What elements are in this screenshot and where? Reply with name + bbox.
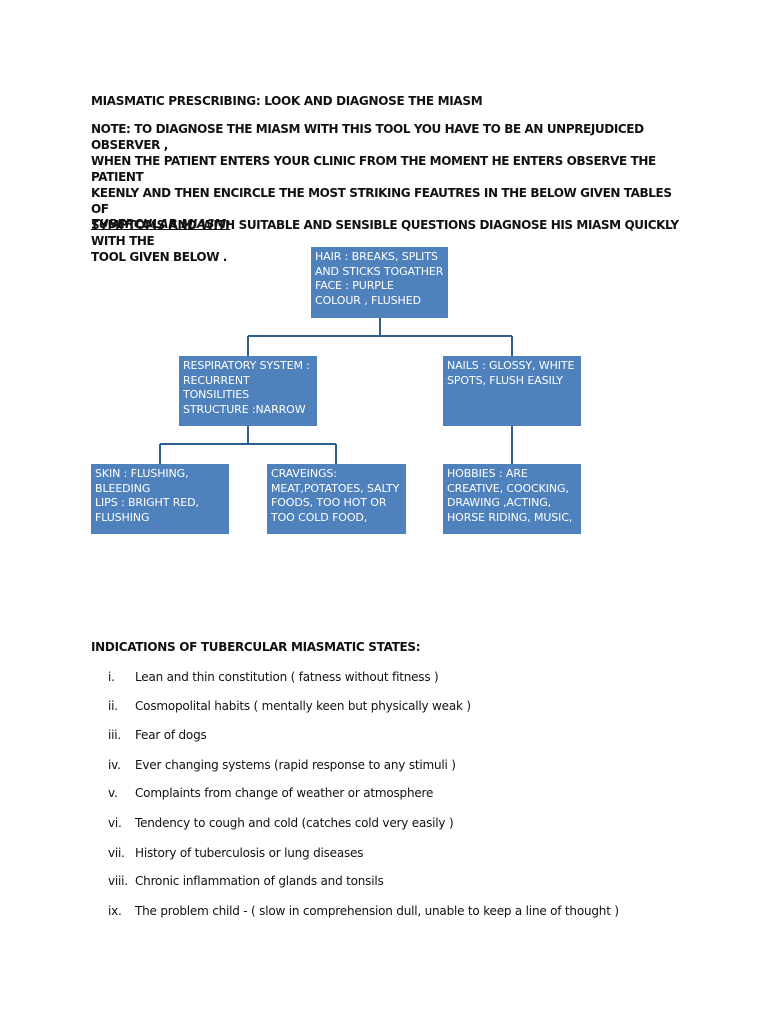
diagram-box-craveings: CRAVEINGS: MEAT,POTATOES, SALTY FOODS, T… [267, 464, 406, 534]
list-item: iii. Fear of dogs [0, 728, 768, 748]
list-item: viii. Chronic inflammation of glands and… [0, 874, 768, 894]
note-paragraph: NOTE: TO DIAGNOSE THE MIASM WITH THIS TO… [91, 121, 691, 265]
box-line: AND STICKS TOGATHER [315, 264, 444, 278]
box-line: STRUCTURE :NARROW [183, 402, 306, 416]
list-item: v. Complaints from change of weather or … [0, 786, 768, 806]
diagram-box-nails: NAILS : GLOSSY, WHITE SPOTS, FLUSH EASIL… [443, 356, 581, 426]
section-heading-tubercular: TUBERCULAR MIASM: [91, 217, 231, 231]
diagram-box-hair-face: HAIR : BREAKS, SPLITS AND STICKS TOGATHE… [311, 247, 448, 318]
list-item-number: i. [108, 670, 115, 684]
list-item-number: iv. [108, 758, 121, 772]
diagram-box-hobbies: HOBBIES : ARE CREATIVE, COOCKING, DRAWIN… [443, 464, 581, 534]
box-line: FACE : PURPLE [315, 279, 394, 293]
box-line: HAIR : BREAKS, SPLITS [315, 250, 438, 263]
box-line: MEAT,POTATOES, SALTY [271, 481, 400, 495]
list-item-number: ix. [108, 904, 122, 918]
box-line: BLEEDING [95, 481, 151, 495]
box-line: FLUSHING [95, 510, 150, 524]
box-line: FOODS, TOO HOT OR [271, 496, 387, 510]
box-line: COLOUR , FLUSHED [315, 293, 421, 307]
list-item-text: Lean and thin constitution ( fatness wit… [135, 670, 439, 684]
list-item-text: Chronic inflammation of glands and tonsi… [135, 874, 384, 888]
diagram-box-skin-lips: SKIN : FLUSHING, BLEEDING LIPS : BRIGHT … [91, 464, 229, 534]
box-line: LIPS : BRIGHT RED, [95, 496, 199, 510]
list-item-text: Complaints from change of weather or atm… [135, 786, 434, 800]
list-item-text: The problem child - ( slow in comprehens… [135, 904, 619, 918]
list-item: iv. Ever changing systems (rapid respons… [0, 758, 768, 778]
note-line: NOTE: TO DIAGNOSE THE MIASM WITH THIS TO… [91, 122, 644, 152]
list-item-text: Fear of dogs [135, 728, 207, 742]
list-item-number: vi. [108, 816, 122, 830]
box-line: CRAVEINGS: [271, 467, 337, 480]
list-item-number: viii. [108, 874, 128, 888]
box-line: CREATIVE, COOCKING, [447, 481, 569, 495]
note-line: TOOL GIVEN BELOW . [91, 250, 227, 264]
diagram-box-respiratory: RESPIRATORY SYSTEM : RECURRENT TONSILITI… [179, 356, 317, 426]
note-line: KEENLY AND THEN ENCIRCLE THE MOST STRIKI… [91, 186, 672, 216]
list-item: vii. History of tuberculosis or lung dis… [0, 846, 768, 866]
box-line: TONSILITIES [183, 388, 250, 402]
list-item-number: v. [108, 786, 118, 800]
list-item-text: History of tuberculosis or lung diseases [135, 846, 364, 860]
list-item: ix. The problem child - ( slow in compre… [0, 904, 768, 924]
list-item: vi. Tendency to cough and cold (catches … [0, 816, 768, 836]
list-item-number: vii. [108, 846, 125, 860]
box-line: RESPIRATORY SYSTEM : [183, 359, 310, 372]
list-item-text: Cosmopolital habits ( mentally keen but … [135, 699, 471, 713]
box-line: HORSE RIDING, MUSIC, [447, 510, 573, 524]
note-line: WHEN THE PATIENT ENTERS YOUR CLINIC FROM… [91, 154, 656, 184]
note-line: SYMPTOMS AND WITH SUITABLE AND SENSIBLE … [91, 218, 679, 248]
list-item-number: iii. [108, 728, 122, 742]
indications-heading: INDICATIONS OF TUBERCULAR MIASMATIC STAT… [91, 640, 421, 654]
list-item: ii. Cosmopolital habits ( mentally keen … [0, 699, 768, 719]
box-line: DRAWING ,ACTING, [447, 496, 552, 510]
box-line: SKIN : FLUSHING, [95, 467, 189, 480]
list-item-text: Ever changing systems (rapid response to… [135, 758, 456, 772]
box-line: TOO COLD FOOD, [271, 510, 368, 524]
box-line: HOBBIES : ARE [447, 467, 528, 480]
box-line: RECURRENT [183, 373, 250, 387]
list-item-number: ii. [108, 699, 118, 713]
box-line: NAILS : GLOSSY, WHITE [447, 359, 575, 372]
box-line: SPOTS, FLUSH EASILY [447, 373, 563, 387]
list-item: i. Lean and thin constitution ( fatness … [0, 670, 768, 690]
document-title: MIASMATIC PRESCRIBING: LOOK AND DIAGNOSE… [91, 94, 483, 108]
list-item-text: Tendency to cough and cold (catches cold… [135, 816, 454, 830]
